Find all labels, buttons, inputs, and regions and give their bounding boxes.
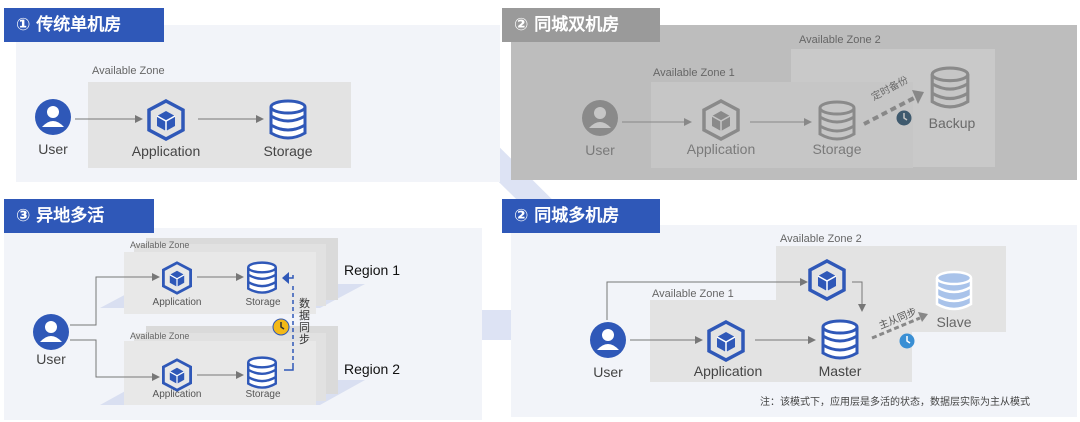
application-label: Application	[131, 143, 201, 159]
region-1-label: Region 1	[343, 262, 401, 278]
zone-box-1	[650, 300, 912, 382]
cube-icon	[147, 99, 185, 141]
zone-label-top: Available Zone	[130, 240, 190, 250]
backup-label: Backup	[928, 115, 976, 131]
user-label: User	[585, 142, 615, 158]
panel-title: ② 同城多机房	[502, 199, 660, 233]
flow-arrow	[198, 115, 264, 123]
zone-label-1: Available Zone 1	[653, 67, 735, 79]
database-icon	[247, 356, 277, 389]
application-label: Application	[693, 363, 763, 379]
flow-arrow	[75, 115, 143, 123]
panel-title: ② 同城双机房	[502, 8, 660, 42]
clock-icon	[899, 333, 915, 349]
region-2-label: Region 2	[343, 361, 401, 377]
clock-icon	[896, 110, 912, 126]
application-label: Application	[152, 389, 202, 400]
zone-box-1	[651, 82, 913, 168]
master-label: Master	[818, 363, 862, 379]
slave-label: Slave	[936, 314, 972, 330]
user-label: User	[36, 351, 66, 367]
cube-icon	[162, 358, 192, 392]
user-icon	[582, 100, 618, 136]
user-label: User	[38, 141, 68, 157]
cube-icon	[162, 261, 192, 295]
zone-label-2: Available Zone 2	[780, 233, 862, 245]
zone-box	[88, 82, 351, 168]
application-label: Application	[686, 141, 756, 157]
sync-label: 数据同步	[299, 297, 310, 346]
database-icon	[935, 270, 973, 311]
storage-label: Storage	[812, 141, 862, 157]
cube-icon	[702, 99, 740, 141]
database-icon	[821, 319, 859, 360]
storage-label: Storage	[245, 389, 281, 400]
user-icon	[590, 322, 626, 358]
footnote: 注：该模式下，应用层是多活的状态，数据层实际为主从模式	[760, 397, 1030, 408]
backup-arrow	[863, 90, 924, 126]
user-label: User	[593, 364, 623, 380]
database-icon	[818, 100, 856, 141]
flow-arrow	[750, 118, 812, 126]
user-icon	[35, 99, 71, 135]
storage-label: Storage	[263, 143, 313, 159]
panel-title: ③ 异地多活	[4, 199, 154, 233]
user-icon	[33, 314, 69, 350]
cube-icon	[808, 259, 846, 301]
storage-label: Storage	[245, 297, 281, 308]
clock-icon	[272, 318, 290, 336]
application-label: Application	[152, 297, 202, 308]
database-icon	[247, 261, 277, 294]
flow-arrow	[622, 118, 692, 126]
zone-label: Available Zone	[92, 65, 165, 77]
panel-title: ① 传统单机房	[4, 8, 164, 42]
zone-label-bottom: Available Zone	[130, 331, 190, 341]
zone-label-1: Available Zone 1	[652, 288, 734, 300]
zone-label-2: Available Zone 2	[799, 34, 881, 46]
database-icon	[269, 99, 307, 140]
database-icon	[930, 66, 970, 109]
cube-icon	[707, 320, 745, 362]
